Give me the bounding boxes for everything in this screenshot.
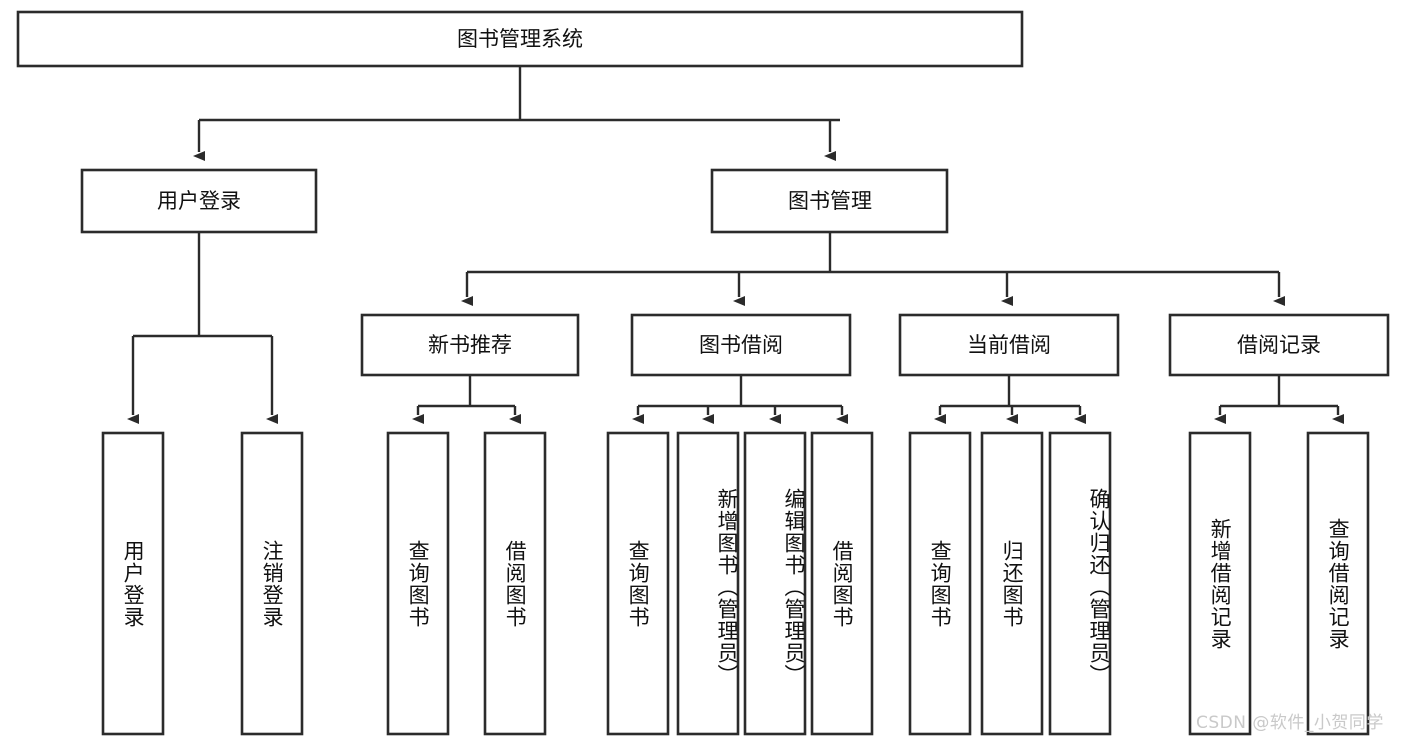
- edge-currentborrow-to-leaves: [934, 375, 1086, 424]
- node-book-borrow[interactable]: 图书借阅: [630, 313, 852, 377]
- node-current-borrow[interactable]: 当前借阅: [898, 313, 1120, 377]
- leaf-box-borrow-book-2[interactable]: [810, 431, 874, 736]
- leaf-box-add-book-admin[interactable]: [676, 431, 740, 736]
- edge-bookmgmt-to-level3: [461, 232, 1285, 306]
- edge-root-to-level2: [193, 66, 840, 161]
- node-book-management[interactable]: 图书管理: [710, 168, 949, 234]
- leaf-box-query-borrow-record[interactable]: [1306, 431, 1370, 736]
- leaf-box-logout[interactable]: [240, 431, 304, 736]
- csdn-watermark: CSDN @软件_小贺同学: [1196, 713, 1384, 733]
- edge-userlogin-to-leaves: [127, 232, 278, 424]
- node-new-book-recommend-box[interactable]: [360, 313, 580, 377]
- node-book-management-label: 图书管理: [788, 189, 872, 213]
- leaf-box-return-book[interactable]: [980, 431, 1044, 736]
- leaf-box-add-borrow-record[interactable]: [1188, 431, 1252, 736]
- edge-bookborrow-to-leaves: [632, 375, 848, 424]
- leaf-box-borrow-book-1[interactable]: [483, 431, 547, 736]
- leaf-box-user-login[interactable]: [101, 431, 165, 736]
- node-current-borrow-box[interactable]: [898, 313, 1120, 377]
- edge-newbook-to-leaves: [412, 375, 521, 424]
- node-new-book-recommend-label: 新书推荐: [428, 333, 512, 357]
- leaf-box-query-book-2[interactable]: [606, 431, 670, 736]
- node-current-borrow-label: 当前借阅: [967, 333, 1051, 357]
- node-user-login[interactable]: 用户登录: [80, 168, 318, 234]
- node-new-book-recommend[interactable]: 新书推荐: [360, 313, 580, 377]
- node-root-label: 图书管理系统: [457, 27, 583, 51]
- node-user-login-label: 用户登录: [157, 189, 241, 213]
- node-book-borrow-label: 图书借阅: [699, 333, 783, 357]
- leaf-box-confirm-return[interactable]: [1048, 431, 1112, 736]
- leaf-box-query-book-1[interactable]: [386, 431, 450, 736]
- leaf-boxes: [101, 431, 1370, 736]
- node-root[interactable]: 图书管理系统: [16, 10, 1024, 68]
- node-root-box[interactable]: [16, 10, 1024, 68]
- node-user-login-box[interactable]: [80, 168, 318, 234]
- node-borrow-record-label: 借阅记录: [1237, 333, 1321, 357]
- edge-borrowrecord-to-leaves: [1214, 375, 1344, 424]
- node-borrow-record[interactable]: 借阅记录: [1168, 313, 1390, 377]
- leaf-box-edit-book-admin[interactable]: [743, 431, 807, 736]
- leaf-box-query-book-3[interactable]: [908, 431, 972, 736]
